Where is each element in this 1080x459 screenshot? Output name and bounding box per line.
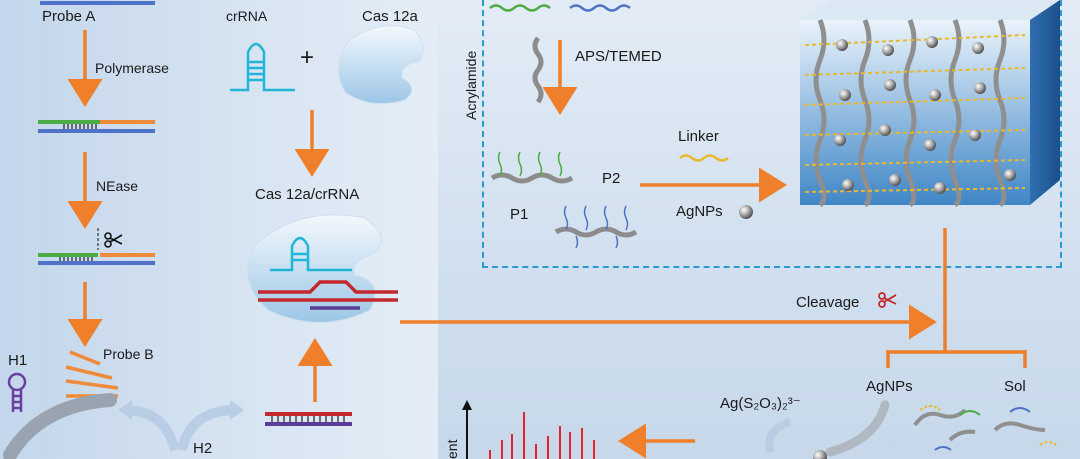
green-linker-wave [489,4,551,12]
cycle-arc-left [124,405,180,452]
label-crrna: crRNA [226,8,268,24]
complex-crrna-hairpin [270,236,352,272]
label-acrylamide: Acrylamide [463,50,479,120]
linker-yellow-wave [679,154,729,162]
dissolution-arc [825,400,890,457]
label-linker: Linker [678,128,719,145]
label-polymerase: Polymerase [95,60,169,76]
scissors-icon [104,232,123,248]
label-probe-a: Probe A [42,8,96,25]
p2-polymer [554,205,638,249]
cas12a-crrna-complex-icon [247,214,382,323]
label-probe-b: Probe B [103,346,154,362]
label-p1: P1 [510,206,529,223]
ag-complex-arc [765,418,792,453]
spectrum-y-axis-arrow [462,400,472,410]
crrna-hairpin-icon [230,42,295,92]
acrylamide-chain [532,36,544,104]
nicked-duplex [38,228,155,265]
spectrum-bars [489,412,595,459]
agnp-icon [739,205,753,219]
cleavage-scissors-icon [878,292,897,308]
label-h2: H2 [193,440,213,457]
extended-duplex [38,120,155,133]
label-cas12a: Cas 12a [362,8,418,25]
label-agnps-top: AgNPs [676,203,723,220]
label-cleavage: Cleavage [796,294,860,311]
label-h1: H1 [8,352,28,369]
bottom-agnp-icon [813,450,827,459]
label-cas12a-crrna: Cas 12a/crRNA [255,186,360,203]
h1-hairpin-icon [7,372,27,412]
hydrogel-synthesis-dashed-box [482,0,1062,268]
cycle-arrowhead-right [230,400,244,420]
label-nease: NEase [96,178,139,194]
p1-polymer [490,151,574,184]
cycle-arrowhead-left [118,400,132,420]
cycle-arc-gray [3,393,117,459]
label-ag-s2o3: Ag(S₂O₃)₂³⁻ [720,395,801,412]
label-sol: Sol [1004,378,1026,395]
target-dsdna [265,412,352,426]
complex-target-duplex [258,280,398,310]
label-aps-temed: APS/TEMED [575,48,662,65]
label-plus: + [300,44,315,71]
cycle-arc-right [177,405,233,452]
split-bracket [886,350,1027,368]
sol-fragments [913,405,1057,451]
cas12a-protein-icon [338,25,424,105]
blue-linker-wave [569,4,631,12]
hydrogel-cube-icon [800,0,1060,208]
label-spectrum-y-axis: ent [444,439,460,459]
label-agnps-bottom: AgNPs [866,378,913,395]
label-p2: P2 [602,170,621,187]
